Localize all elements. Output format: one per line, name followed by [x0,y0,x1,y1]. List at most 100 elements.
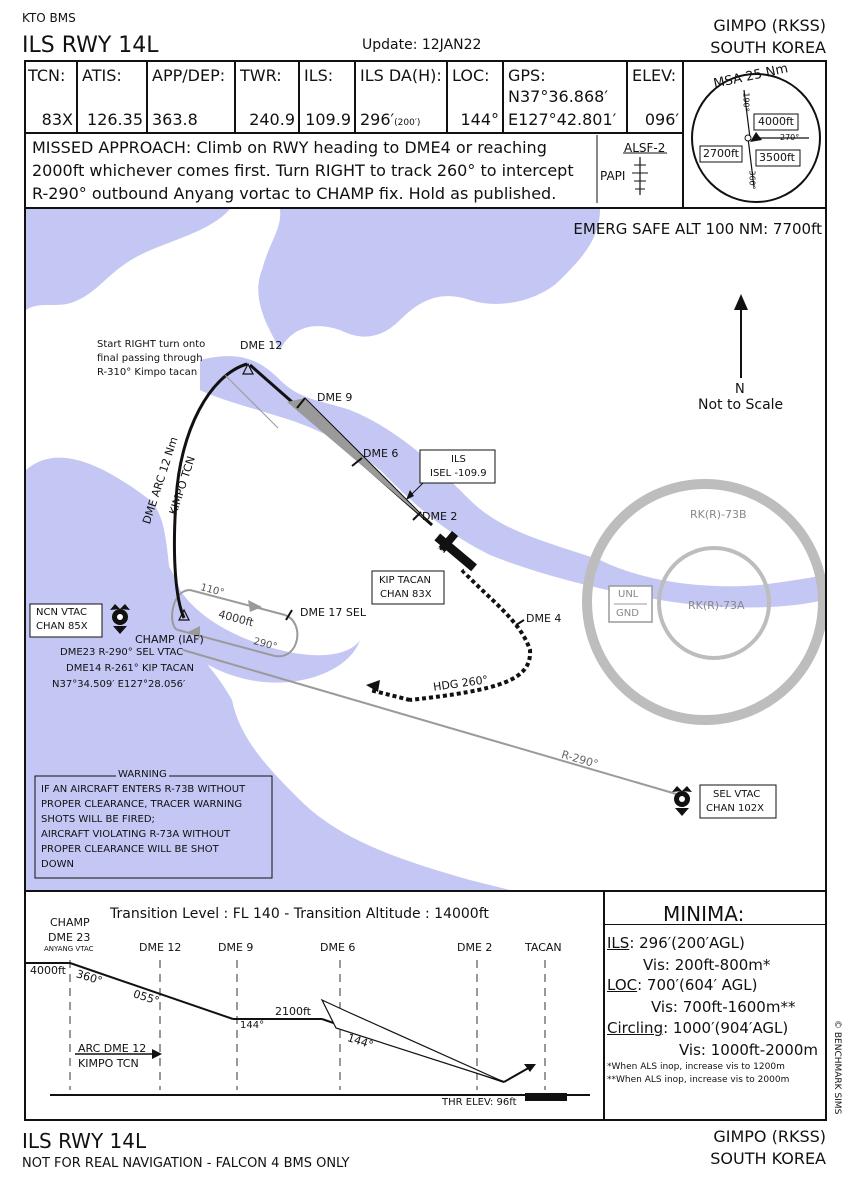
minima-note-1: *When ALS inop, increase vis to 1200m [607,1062,785,1072]
localizer-feather [287,398,432,525]
info-cell-ils-da: ILS DA(H): 296′(200′) [356,62,448,132]
info-cell-elev: ELEV:096′ [632,66,679,129]
profile-anyang: ANYANG VTAC [44,945,94,953]
info-cell-atis: ATIS:126.35 [78,62,148,132]
r290-radial-line [182,649,691,799]
profile-dme12: DME 12 [139,941,182,954]
not-to-scale: Not to Scale [698,397,784,413]
msa-radial-360: 360° [747,170,757,190]
turn-note-3: R-310° Kimpo tacan [97,367,198,378]
minima-circling-vis: Vis: 1000ft-2000m [679,1041,819,1059]
profile-dme-columns [69,960,546,1090]
warning-line-5: PROPER CLEARANCE WILL BE SHOT [41,844,219,855]
unl-label: UNL [618,589,639,600]
warning-line-1: IF AN AIRCRAFT ENTERS R-73B WITHOUT [41,784,246,795]
info-cell-ils: ILS:109.9 [300,62,356,132]
org-label: KTO BMS [22,11,76,25]
restricted-inner-label: RK(R)-73A [688,599,745,612]
profile-dme2: DME 2 [457,941,493,954]
r310-lead-radial [224,374,279,429]
minima-circling: Circling: 1000′(904′AGL) [607,1019,789,1037]
warning-line-6: DOWN [41,859,74,870]
ils-box-line-2: ISEL -109.9 [430,468,487,479]
copyright: © BENCHMARK SIMS [832,1020,842,1115]
footer-country: SOUTH KOREA [710,1149,826,1168]
als-label: ALSF-2 [624,141,666,155]
warning-line-3: SHOTS WILL BE FIRED; [41,814,155,825]
dme2-label: DME 2 [422,510,458,523]
kip-box-line-1: KIP TACAN [379,575,432,586]
missed-approach-line-3: R-290° outbound Anyang vortac to CHAMP f… [32,184,557,203]
dme4-label: DME 4 [526,612,562,625]
chart-frame [24,60,827,1121]
missed-approach-track [409,568,533,702]
missed-approach-line-2: 2000ft whichever comes first. Turn RIGHT… [32,161,574,180]
dme12-label: DME 12 [240,339,283,352]
minima-ils: ILS: 296′(200′AGL) [607,934,745,952]
turn-note-1: Start RIGHT turn onto [97,339,206,350]
profile-course-144a: 144° [240,1020,265,1031]
msa-radial-190: 190° [741,92,751,112]
warning-line-2: PROPER CLEARANCE, TRACER WARNING [41,799,243,810]
lighting-icon [596,135,667,203]
footer-airport: GIMPO (RKSS) [713,1127,826,1146]
turn-note-2: final passing through [97,353,203,364]
north-label: N [735,382,745,397]
sel-box-line-1: SEL VTAC [713,789,761,800]
ils-box-line-1: ILS [451,454,466,465]
info-cell-gps: GPS: N37°36.868′ E127°42.801′ [504,62,628,132]
papi-label: PAPI [600,169,626,183]
profile-alt-4000: 4000ft [30,964,66,977]
profile-arc-1: ARC DME 12 [78,1042,147,1055]
profile-thr-elev: THR ELEV: 96ft [442,1097,517,1108]
emerg-safe-alt: EMERG SAFE ALT 100 NM: 7700ft [573,220,822,238]
sel-vtac-symbol [672,786,692,816]
champ-fix [178,608,190,621]
msa-sector-se: 3500ft [759,151,795,164]
msa-sector-w: 2700ft [703,147,739,160]
transition-text: Transition Level : FL 140 - Transition A… [110,906,489,922]
warning-title: WARNING [116,769,169,780]
ncn-box-line-1: NCN VTAC [36,607,87,618]
sel-box-line-2: CHAN 102X [706,803,764,814]
profile-dme6: DME 6 [320,941,356,954]
info-cell-loc: LOC:144° [448,62,504,132]
msa-diagram [691,73,821,203]
champ-label-4: N37°34.509′ E127°28.056′ [52,679,186,690]
north-arrow-head [734,294,748,310]
restricted-outer-label: RK(R)-73B [690,508,747,521]
dme6-label: DME 6 [363,447,399,460]
dme-arc [172,362,248,619]
minima-title: MINIMA: [663,902,745,926]
missed-approach-line-1: MISSED APPROACH: Climb on RWY heading to… [32,138,547,157]
ncn-vtac-symbol [110,604,130,634]
kip-box-line-2: CHAN 83X [380,589,432,600]
msa-sector-ne: 4000ft [758,115,794,128]
update-date: Update: 12JAN22 [362,37,482,53]
profile-view [26,960,590,1101]
minima-ils-vis: Vis: 200ft-800m* [643,956,771,974]
country-name: SOUTH KOREA [710,38,826,57]
dme9-label: DME 9 [317,391,353,404]
profile-arc-2: KIMPO TCN [78,1057,139,1070]
ncn-box-line-2: CHAN 85X [36,621,88,632]
profile-descent-1 [69,962,234,1020]
warning-line-4: AIRCRAFT VIOLATING R-73A WITHOUT [41,829,231,840]
profile-tacan: TACAN [525,941,562,954]
restricted-areas [582,479,825,725]
minima-loc: LOC: 700′(604′ AGL) [607,976,758,994]
profile-champ-dme: DME 23 [48,931,91,944]
gnd-label: GND [616,608,639,619]
plan-view [26,209,825,890]
info-cell-twr: TWR:240.9 [236,62,300,132]
dme-ticks [285,397,525,626]
footer-disclaimer: NOT FOR REAL NAVIGATION - FALCON 4 BMS O… [22,1156,350,1171]
msa-radial-270: 270° [780,133,800,142]
dme12-fix [242,362,254,375]
champ-label-1: CHAMP (IAF) [135,633,204,646]
profile-alt-2100: 2100ft [275,1005,311,1018]
info-cell-tcn: TCN:83X [24,62,78,132]
footer-title: ILS RWY 14L [22,1129,147,1153]
info-cell-app-dep: APP/DEP:363.8 [148,62,236,132]
airport-name: GIMPO (RKSS) [713,16,826,35]
